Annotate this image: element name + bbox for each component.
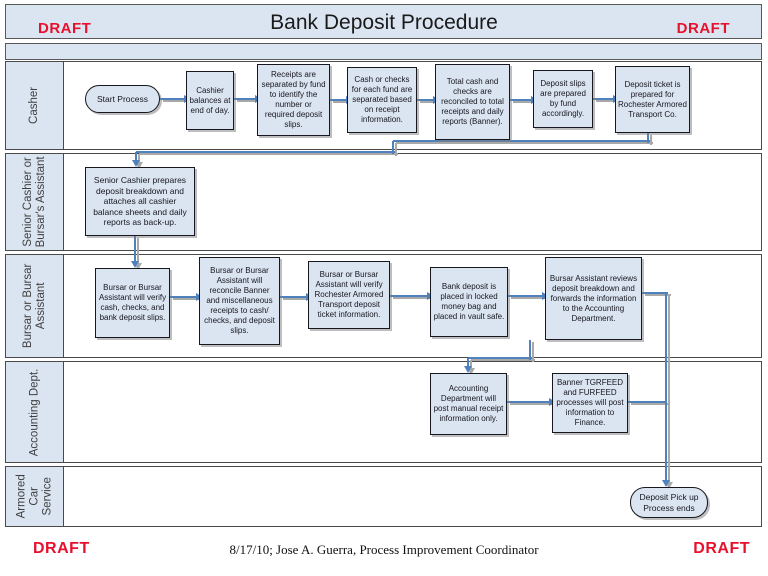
process-box-total-reconciled: Total cash and checks are reconciled to …: [435, 64, 510, 140]
connector-segment: [593, 98, 615, 100]
connector-segment: [645, 294, 671, 296]
connector-segment: [160, 98, 186, 100]
connector-segment: [393, 297, 432, 299]
arrowhead: [131, 261, 139, 268]
connector-segment: [467, 358, 469, 368]
arrowhead: [464, 366, 472, 373]
arrowhead: [132, 160, 140, 167]
connector-segment: [631, 403, 669, 405]
connector-segment: [471, 359, 535, 361]
draft-watermark-top-right: DRAFT: [676, 20, 730, 37]
connector-segment: [138, 154, 140, 164]
end-node: Deposit Pick up Process ends: [630, 487, 708, 518]
page-title: Bank Deposit Procedure: [270, 11, 498, 34]
connector-segment: [650, 135, 652, 145]
process-box-deposit-ticket: Deposit ticket is prepared for Rochester…: [615, 66, 690, 133]
connector-segment: [390, 295, 429, 297]
start-node: Start Process: [85, 85, 160, 113]
connector-segment: [596, 100, 618, 102]
connector-segment: [420, 101, 438, 103]
connector-segment: [333, 101, 351, 103]
process-box-cash-checks-separated: Cash or checks for each fund are separat…: [347, 67, 417, 133]
connector-segment: [280, 296, 308, 298]
title-band: [5, 4, 762, 39]
connector-segment: [511, 297, 547, 299]
lane-label-cell: Casher: [6, 62, 64, 149]
connector-segment: [468, 357, 532, 359]
draft-watermark-top-left: DRAFT: [38, 20, 92, 37]
connector-segment: [396, 142, 653, 144]
connector-segment: [234, 98, 257, 100]
process-box-senior-cashier-breakdown: Senior Cashier prepares deposit breakdow…: [85, 167, 195, 236]
process-box-bursar-verify-cash: Bursar or Bursar Assistant will verify c…: [95, 268, 170, 338]
draft-watermark-bottom-right: DRAFT: [693, 540, 750, 557]
connector-segment: [532, 342, 534, 362]
connector-segment: [134, 236, 136, 263]
connector-segment: [283, 298, 311, 300]
connector-segment: [163, 100, 189, 102]
lane-label-cell: Bursar or Bursar Assistant: [6, 255, 64, 357]
frame-header-strip: [5, 43, 762, 60]
connector-segment: [510, 403, 554, 405]
process-box-bursar-reconcile-banner: Bursar or Bursar Assistant will reconcil…: [199, 257, 280, 345]
process-box-bursar-verify-ticket: Bursar or Bursar Assistant will verify R…: [308, 261, 390, 329]
connector-segment: [330, 99, 348, 101]
lane-label-cell: Accounting Dept.: [6, 362, 64, 462]
connector-segment: [393, 140, 650, 142]
process-box-accounting-posts-manual: Accounting Department will post manual r…: [430, 373, 507, 435]
connector-segment: [647, 133, 649, 143]
connector-segment: [529, 340, 531, 360]
process-box-banner-tgrfeed: Banner TGRFEED and FURFEED processes wil…: [552, 373, 628, 433]
lane-label-cell: Senior Cashier or Bursar's Assistant: [6, 154, 64, 250]
connector-segment: [237, 100, 260, 102]
process-box-bank-deposit-vault: Bank deposit is placed in locked money b…: [430, 267, 508, 337]
connector-segment: [507, 401, 551, 403]
connector-segment: [395, 143, 397, 156]
process-box-receipts-separated: Receipts are separated by fund to identi…: [257, 64, 330, 136]
connector-segment: [668, 295, 670, 484]
connector-segment: [513, 101, 536, 103]
connector-segment: [392, 141, 394, 154]
connector-segment: [137, 238, 139, 265]
connector-segment: [470, 360, 472, 370]
connector-segment: [510, 99, 533, 101]
lane-label-cell: Armored Car Service: [6, 467, 64, 526]
swimlane-accounting: Accounting Dept.: [5, 361, 762, 463]
connector-segment: [628, 401, 666, 403]
connector-segment: [508, 295, 544, 297]
draft-watermark-bottom-left: DRAFT: [33, 540, 90, 557]
connector-segment: [665, 293, 667, 482]
connector-segment: [136, 151, 395, 153]
process-box-cashier-balances: Cashier balances at end of day.: [186, 71, 234, 130]
footer-caption: 8/17/10; Jose A. Guerra, Process Improve…: [229, 542, 539, 557]
connector-segment: [642, 292, 668, 294]
connector-segment: [417, 99, 435, 101]
connector-segment: [135, 152, 137, 162]
process-box-bursar-forwards-info: Bursar Assistant reviews deposit breakdo…: [545, 257, 642, 340]
arrowhead: [662, 480, 670, 487]
connector-segment: [173, 298, 201, 300]
connector-segment: [139, 153, 398, 155]
process-box-deposit-slips: Deposit slips are prepared by fund accor…: [533, 70, 593, 128]
connector-segment: [170, 296, 198, 298]
